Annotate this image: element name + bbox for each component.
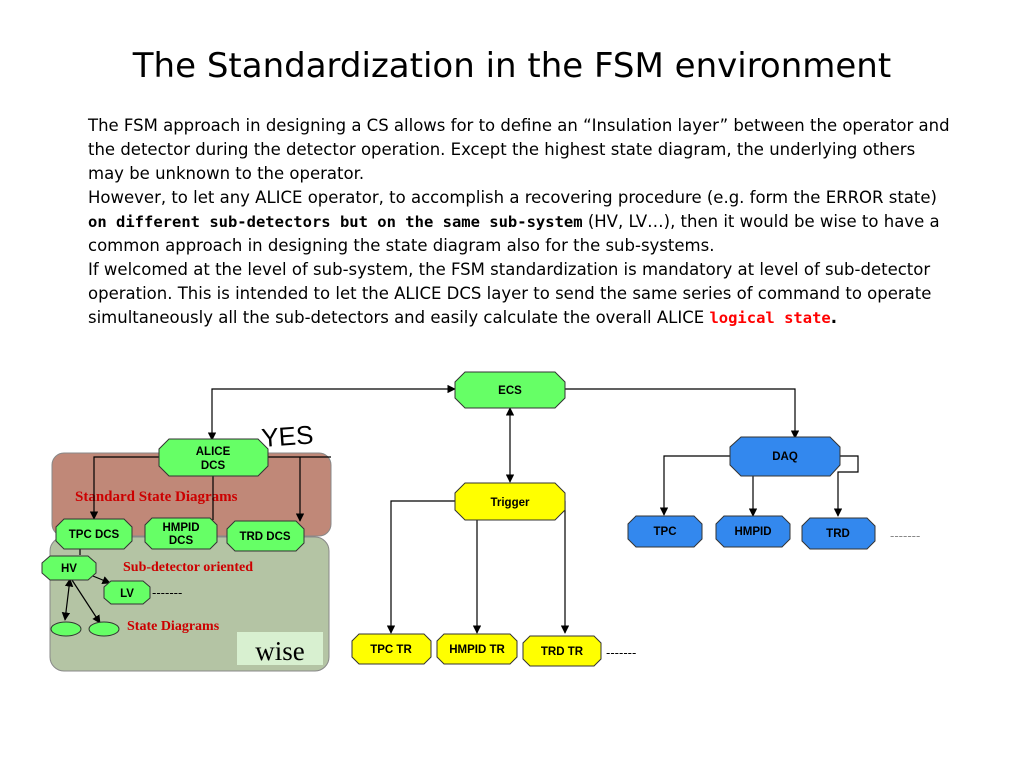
node-hmpid-label: HMPID [734,526,771,538]
ellipsis-trigger: ------- [606,646,636,660]
node-hmpid-dcs: HMPID DCS [144,517,218,550]
subdetector-label: Sub-detector oriented [123,560,253,575]
state-ellipse-2 [88,621,120,637]
node-hv-label: HV [61,563,77,575]
page-title: The Standardization in the FSM environme… [132,46,892,86]
node-trd: TRD [801,517,876,550]
node-trigger: Trigger [454,482,566,521]
node-hmpid-tr-label: HMPID TR [449,644,505,656]
node-hmpid: HMPID [715,515,791,548]
node-trigger-label: Trigger [491,497,531,509]
paragraph-3-text-a: If welcomed at the level of sub-system, … [88,260,932,327]
state-ellipse-1 [50,621,82,637]
yes-label: YES [260,419,314,453]
node-trd-dcs: TRD DCS [226,520,305,552]
node-hmpid-dcs-line1: HMPID [162,522,199,534]
paragraph-2-bold: on different sub-detectors but on the sa… [88,213,583,231]
node-lv-label: LV [120,588,134,600]
ellipsis-lv: ------- [152,586,182,600]
node-tpc-tr: TPC TR [351,633,432,665]
node-tpc: TPC [627,515,703,548]
node-trd-dcs-label: TRD DCS [239,531,290,543]
paragraph-3: If welcomed at the level of sub-system, … [88,258,956,330]
state-diagrams-label: State Diagrams [127,619,220,634]
node-hmpid-tr: HMPID TR [436,633,518,665]
node-alice-dcs-line2: DCS [201,460,226,472]
node-alice-dcs-line1: ALICE [196,446,231,458]
node-trd-tr: TRD TR [522,635,602,667]
paragraph-3-end: . [830,308,838,327]
node-tpc-tr-label: TPC TR [370,644,412,656]
connectors [61,384,859,634]
wise-box [237,632,323,665]
node-daq-label: DAQ [772,451,798,463]
node-hmpid-dcs-line2: DCS [169,535,194,547]
paragraph-2-text-a: However, to let any ALICE operator, to a… [88,188,937,207]
node-tpc-label: TPC [654,526,677,538]
node-lv: LV [103,580,151,605]
paragraph-1: The FSM approach in designing a CS allow… [88,116,950,183]
node-trd-tr-label: TRD TR [541,646,584,658]
node-hv: HV [41,555,97,581]
body-text: The FSM approach in designing a CS allow… [88,114,956,330]
paragraph-2: However, to let any ALICE operator, to a… [88,186,956,258]
node-tpc-dcs-label: TPC DCS [69,529,120,541]
node-trd-label: TRD [826,528,850,540]
node-daq: DAQ [729,436,841,477]
node-ecs: ECS [454,371,566,409]
standard-panel-label: Standard State Diagrams [75,489,238,505]
node-tpc-dcs: TPC DCS [55,518,133,550]
ellipsis-daq: ------- [890,529,920,543]
paragraph-3-red: logical state [709,309,831,327]
node-alice-dcs: ALICE DCS [158,438,269,477]
paragraph-2-text-b: (HV, LV…), then it would be wise to have… [88,212,940,255]
node-ecs-label: ECS [498,385,522,397]
wise-label: wise [255,636,305,666]
